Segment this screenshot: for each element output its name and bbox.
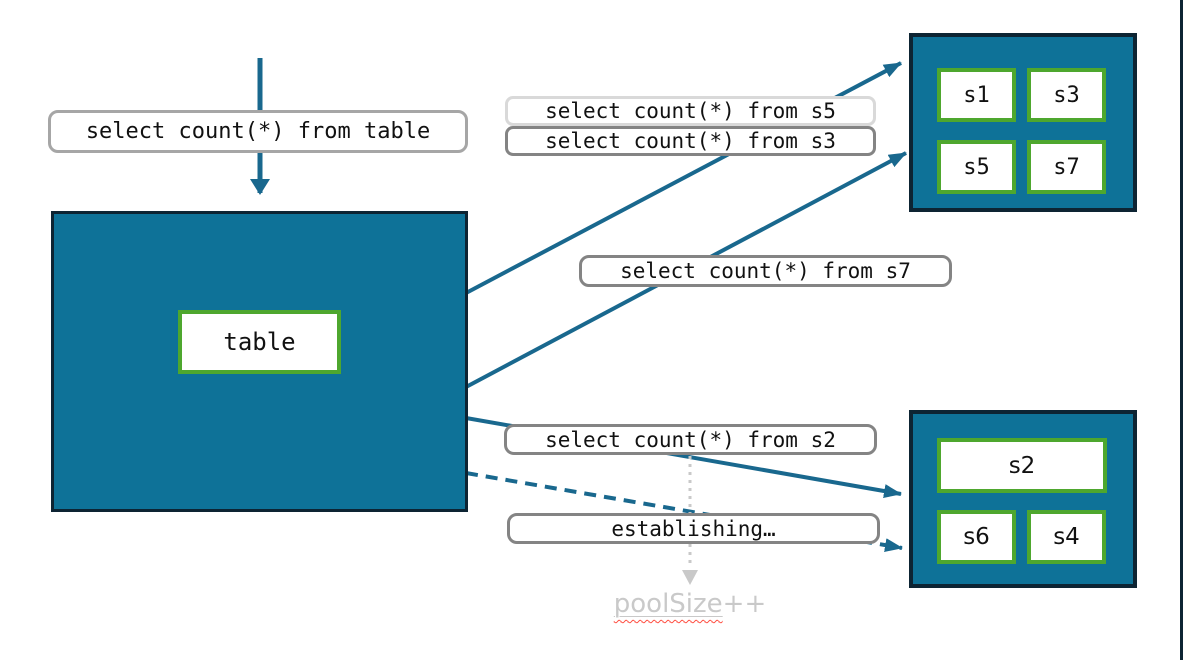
session-box-s1: s1	[937, 68, 1016, 122]
session-box-s4: s4	[1027, 510, 1106, 564]
session-box-s3: s3	[1027, 68, 1106, 122]
query-label-s3: select count(*) from s3	[505, 126, 876, 156]
query-text: select count(*) from s2	[545, 427, 836, 452]
query-label-s2: select count(*) from s2	[504, 424, 877, 455]
table-label: table	[223, 328, 296, 356]
slide-edge-line	[1180, 0, 1183, 660]
establishing-label: establishing…	[507, 513, 880, 544]
session-label: s5	[963, 154, 990, 180]
session-box-s5: s5	[937, 140, 1016, 194]
session-label: s6	[963, 524, 990, 550]
session-pool-bottom: s2 s6 s4	[909, 410, 1137, 588]
session-label: s1	[963, 82, 990, 108]
query-text: establishing…	[611, 516, 776, 541]
poolsize-text: poolSize	[613, 589, 723, 619]
arrow-poolsize-head	[682, 570, 698, 585]
query-label-s5: select count(*) from s5	[505, 96, 876, 126]
session-box-s6: s6	[937, 510, 1016, 564]
query-label-table: select count(*) from table	[48, 110, 468, 153]
session-label: s2	[1008, 452, 1036, 479]
session-box-s7: s7	[1027, 140, 1106, 194]
query-text: select count(*) from s3	[545, 129, 836, 153]
session-pool-top: s1 s3 s5 s7	[909, 33, 1137, 212]
session-label: s3	[1053, 82, 1080, 108]
table-box: table	[178, 310, 341, 374]
table-container-box: table	[51, 211, 468, 512]
query-text: select count(*) from s7	[620, 259, 911, 283]
session-label: s4	[1053, 524, 1080, 550]
query-text: select count(*) from s5	[545, 99, 836, 123]
session-label: s7	[1053, 154, 1080, 180]
session-box-s2: s2	[937, 438, 1107, 493]
query-text: select count(*) from table	[85, 119, 431, 144]
poolsize-annotation: poolSize++	[600, 589, 780, 619]
poolsize-suffix: ++	[722, 589, 767, 619]
query-label-s7: select count(*) from s7	[579, 255, 952, 287]
